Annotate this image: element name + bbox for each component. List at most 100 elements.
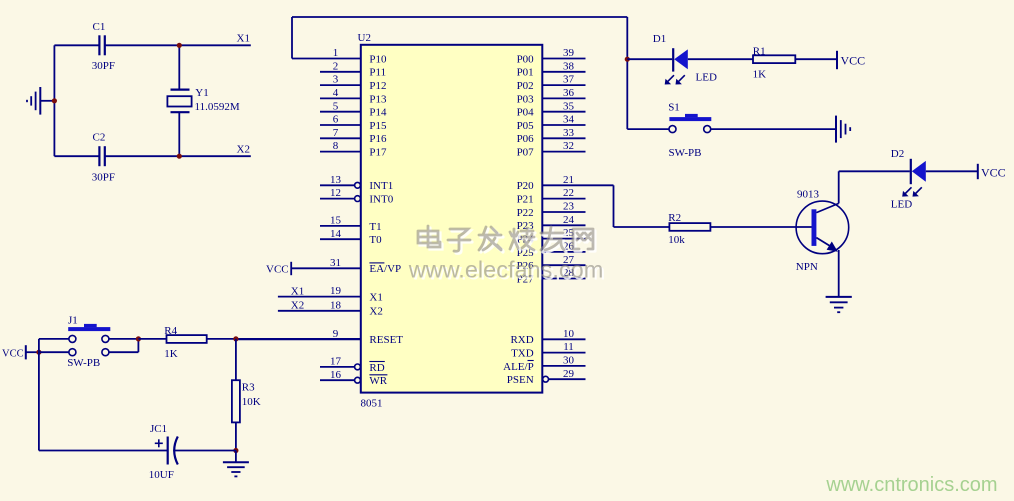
- svg-text:25: 25: [563, 227, 575, 239]
- svg-text:13: 13: [330, 174, 342, 186]
- svg-text:1K: 1K: [753, 69, 767, 81]
- svg-text:NPN: NPN: [796, 261, 818, 273]
- svg-text:P21: P21: [517, 194, 534, 206]
- svg-text:PSEN: PSEN: [507, 374, 534, 386]
- svg-text:38: 38: [563, 60, 575, 72]
- svg-text:LED: LED: [891, 198, 912, 210]
- svg-text:9013: 9013: [797, 188, 820, 200]
- svg-text:28: 28: [563, 267, 575, 279]
- svg-text:24: 24: [563, 214, 575, 226]
- svg-text:VCC: VCC: [981, 165, 1006, 179]
- svg-text:R2: R2: [668, 212, 681, 224]
- svg-text:7: 7: [333, 127, 339, 139]
- svg-text:10: 10: [563, 328, 575, 340]
- svg-text:WR: WR: [369, 375, 387, 387]
- svg-text:D2: D2: [891, 148, 904, 160]
- svg-text:P27: P27: [517, 273, 535, 285]
- svg-text:P01: P01: [517, 67, 534, 79]
- svg-text:P11: P11: [369, 67, 386, 79]
- svg-text:4: 4: [333, 87, 339, 99]
- svg-text:JC1: JC1: [150, 423, 167, 435]
- svg-text:EA/VP: EA/VP: [369, 263, 401, 275]
- svg-text:RXD: RXD: [510, 334, 533, 346]
- svg-text:D1: D1: [653, 33, 666, 45]
- svg-text:www.elecfans.com: www.elecfans.com: [408, 257, 604, 283]
- svg-text:12: 12: [330, 187, 341, 199]
- svg-text:P14: P14: [369, 107, 387, 119]
- svg-text:19: 19: [330, 285, 342, 297]
- svg-text:10k: 10k: [668, 234, 685, 246]
- svg-text:35: 35: [563, 100, 575, 112]
- svg-text:21: 21: [563, 174, 574, 186]
- svg-text:10UF: 10UF: [149, 469, 174, 481]
- svg-text:X2: X2: [369, 306, 382, 318]
- svg-text:34: 34: [563, 114, 575, 126]
- svg-text:33: 33: [563, 127, 575, 139]
- svg-text:P12: P12: [369, 80, 386, 92]
- svg-text:2: 2: [333, 60, 339, 72]
- svg-text:P25: P25: [517, 247, 535, 259]
- svg-text:T0: T0: [369, 234, 382, 246]
- svg-text:R3: R3: [242, 382, 255, 394]
- svg-text:32: 32: [563, 140, 574, 152]
- svg-text:P26: P26: [517, 260, 535, 272]
- svg-text:8: 8: [333, 140, 339, 152]
- svg-text:P07: P07: [517, 147, 535, 159]
- svg-text:P00: P00: [517, 53, 535, 65]
- svg-text:16: 16: [330, 369, 342, 381]
- svg-text:1K: 1K: [164, 348, 178, 360]
- svg-text:P15: P15: [369, 120, 387, 132]
- svg-text:R4: R4: [164, 325, 177, 337]
- svg-text:P10: P10: [369, 53, 387, 65]
- svg-text:RD: RD: [369, 362, 384, 374]
- svg-text:17: 17: [330, 356, 342, 368]
- svg-text:P13: P13: [369, 93, 387, 105]
- svg-text:X2: X2: [237, 143, 250, 155]
- svg-text:29: 29: [563, 368, 575, 380]
- svg-text:U2: U2: [358, 32, 371, 44]
- svg-text:J1: J1: [68, 314, 78, 326]
- svg-text:X1: X1: [237, 32, 250, 44]
- svg-text:P05: P05: [517, 120, 535, 132]
- svg-text:P17: P17: [369, 147, 387, 159]
- svg-text:23: 23: [563, 201, 575, 213]
- svg-text:22: 22: [563, 187, 574, 199]
- svg-text:39: 39: [563, 47, 575, 59]
- svg-text:37: 37: [563, 74, 575, 86]
- svg-text:P16: P16: [369, 133, 387, 145]
- svg-text:INT1: INT1: [369, 180, 393, 192]
- svg-text:9: 9: [333, 328, 339, 340]
- svg-text:Y1: Y1: [195, 87, 208, 99]
- svg-text:P02: P02: [517, 80, 534, 92]
- svg-text:RESET: RESET: [369, 334, 403, 346]
- svg-text:6: 6: [333, 114, 339, 126]
- svg-text:31: 31: [330, 257, 341, 269]
- svg-text:TXD: TXD: [511, 348, 534, 360]
- svg-text:X1: X1: [291, 285, 304, 297]
- svg-text:www.elecfans.com: www.elecfans.com: [410, 259, 606, 285]
- svg-text:8051: 8051: [361, 398, 383, 410]
- svg-text:11: 11: [563, 341, 574, 353]
- svg-text:10K: 10K: [242, 396, 261, 408]
- svg-text:30: 30: [563, 355, 575, 367]
- svg-text:1: 1: [333, 47, 339, 59]
- svg-text:LED: LED: [696, 71, 717, 83]
- svg-text:C2: C2: [93, 131, 106, 143]
- svg-text:18: 18: [330, 299, 342, 311]
- svg-text:P22: P22: [517, 207, 534, 219]
- svg-text:INT0: INT0: [369, 194, 393, 206]
- svg-text:R1: R1: [753, 45, 766, 57]
- svg-text:C1: C1: [93, 21, 106, 33]
- svg-text:www.cntronics.com: www.cntronics.com: [825, 474, 997, 496]
- svg-text:X1: X1: [369, 292, 382, 304]
- svg-text:5: 5: [333, 100, 339, 112]
- svg-text:P20: P20: [517, 180, 535, 192]
- svg-text:P03: P03: [517, 93, 535, 105]
- svg-text:P04: P04: [517, 107, 535, 119]
- svg-text:P06: P06: [517, 133, 535, 145]
- svg-text:36: 36: [563, 87, 575, 99]
- svg-text:14: 14: [330, 228, 342, 240]
- svg-text:26: 26: [563, 241, 575, 253]
- svg-text:VCC: VCC: [841, 53, 866, 67]
- svg-text:S1: S1: [668, 101, 680, 113]
